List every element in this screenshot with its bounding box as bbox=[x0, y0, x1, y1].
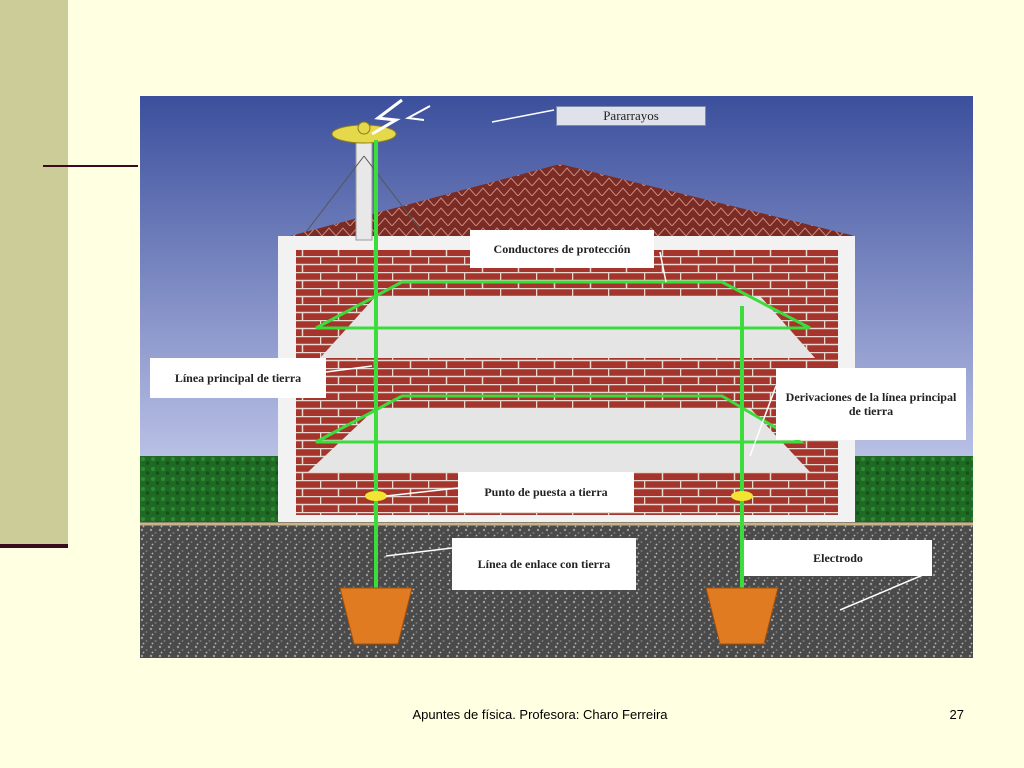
electrode-right bbox=[705, 587, 779, 645]
electrode-left bbox=[339, 587, 413, 645]
label-pararrayos: Pararrayos bbox=[556, 106, 706, 126]
lower-floor bbox=[308, 408, 810, 472]
label-linea-enlace: Línea de enlace con tierra bbox=[452, 538, 636, 590]
grounding-point-right bbox=[731, 491, 753, 501]
lower-conductor-ring bbox=[315, 394, 806, 444]
side-top-rule bbox=[43, 165, 138, 167]
upper-conductor-ring bbox=[315, 280, 811, 330]
slide-footer: Apuntes de física. Profesora: Charo Ferr… bbox=[412, 707, 668, 722]
side-band bbox=[0, 0, 68, 545]
grounding-diagram: Pararrayos Conductores de protección Lín… bbox=[140, 96, 973, 658]
label-punto: Punto de puesta a tierra bbox=[458, 472, 634, 512]
label-linea-principal: Línea principal de tierra bbox=[150, 358, 326, 398]
label-conductores: Conductores de protección bbox=[470, 230, 654, 268]
lightning-rod-mast bbox=[355, 139, 373, 241]
lightning-bolt bbox=[371, 98, 403, 136]
side-bottom-rule bbox=[0, 544, 68, 548]
label-electrodo: Electrodo bbox=[744, 540, 932, 576]
grounding-point-left bbox=[365, 491, 387, 501]
roof bbox=[290, 164, 855, 236]
label-derivaciones: Derivaciones de la línea principal de ti… bbox=[776, 368, 966, 440]
page-number: 27 bbox=[949, 707, 964, 722]
